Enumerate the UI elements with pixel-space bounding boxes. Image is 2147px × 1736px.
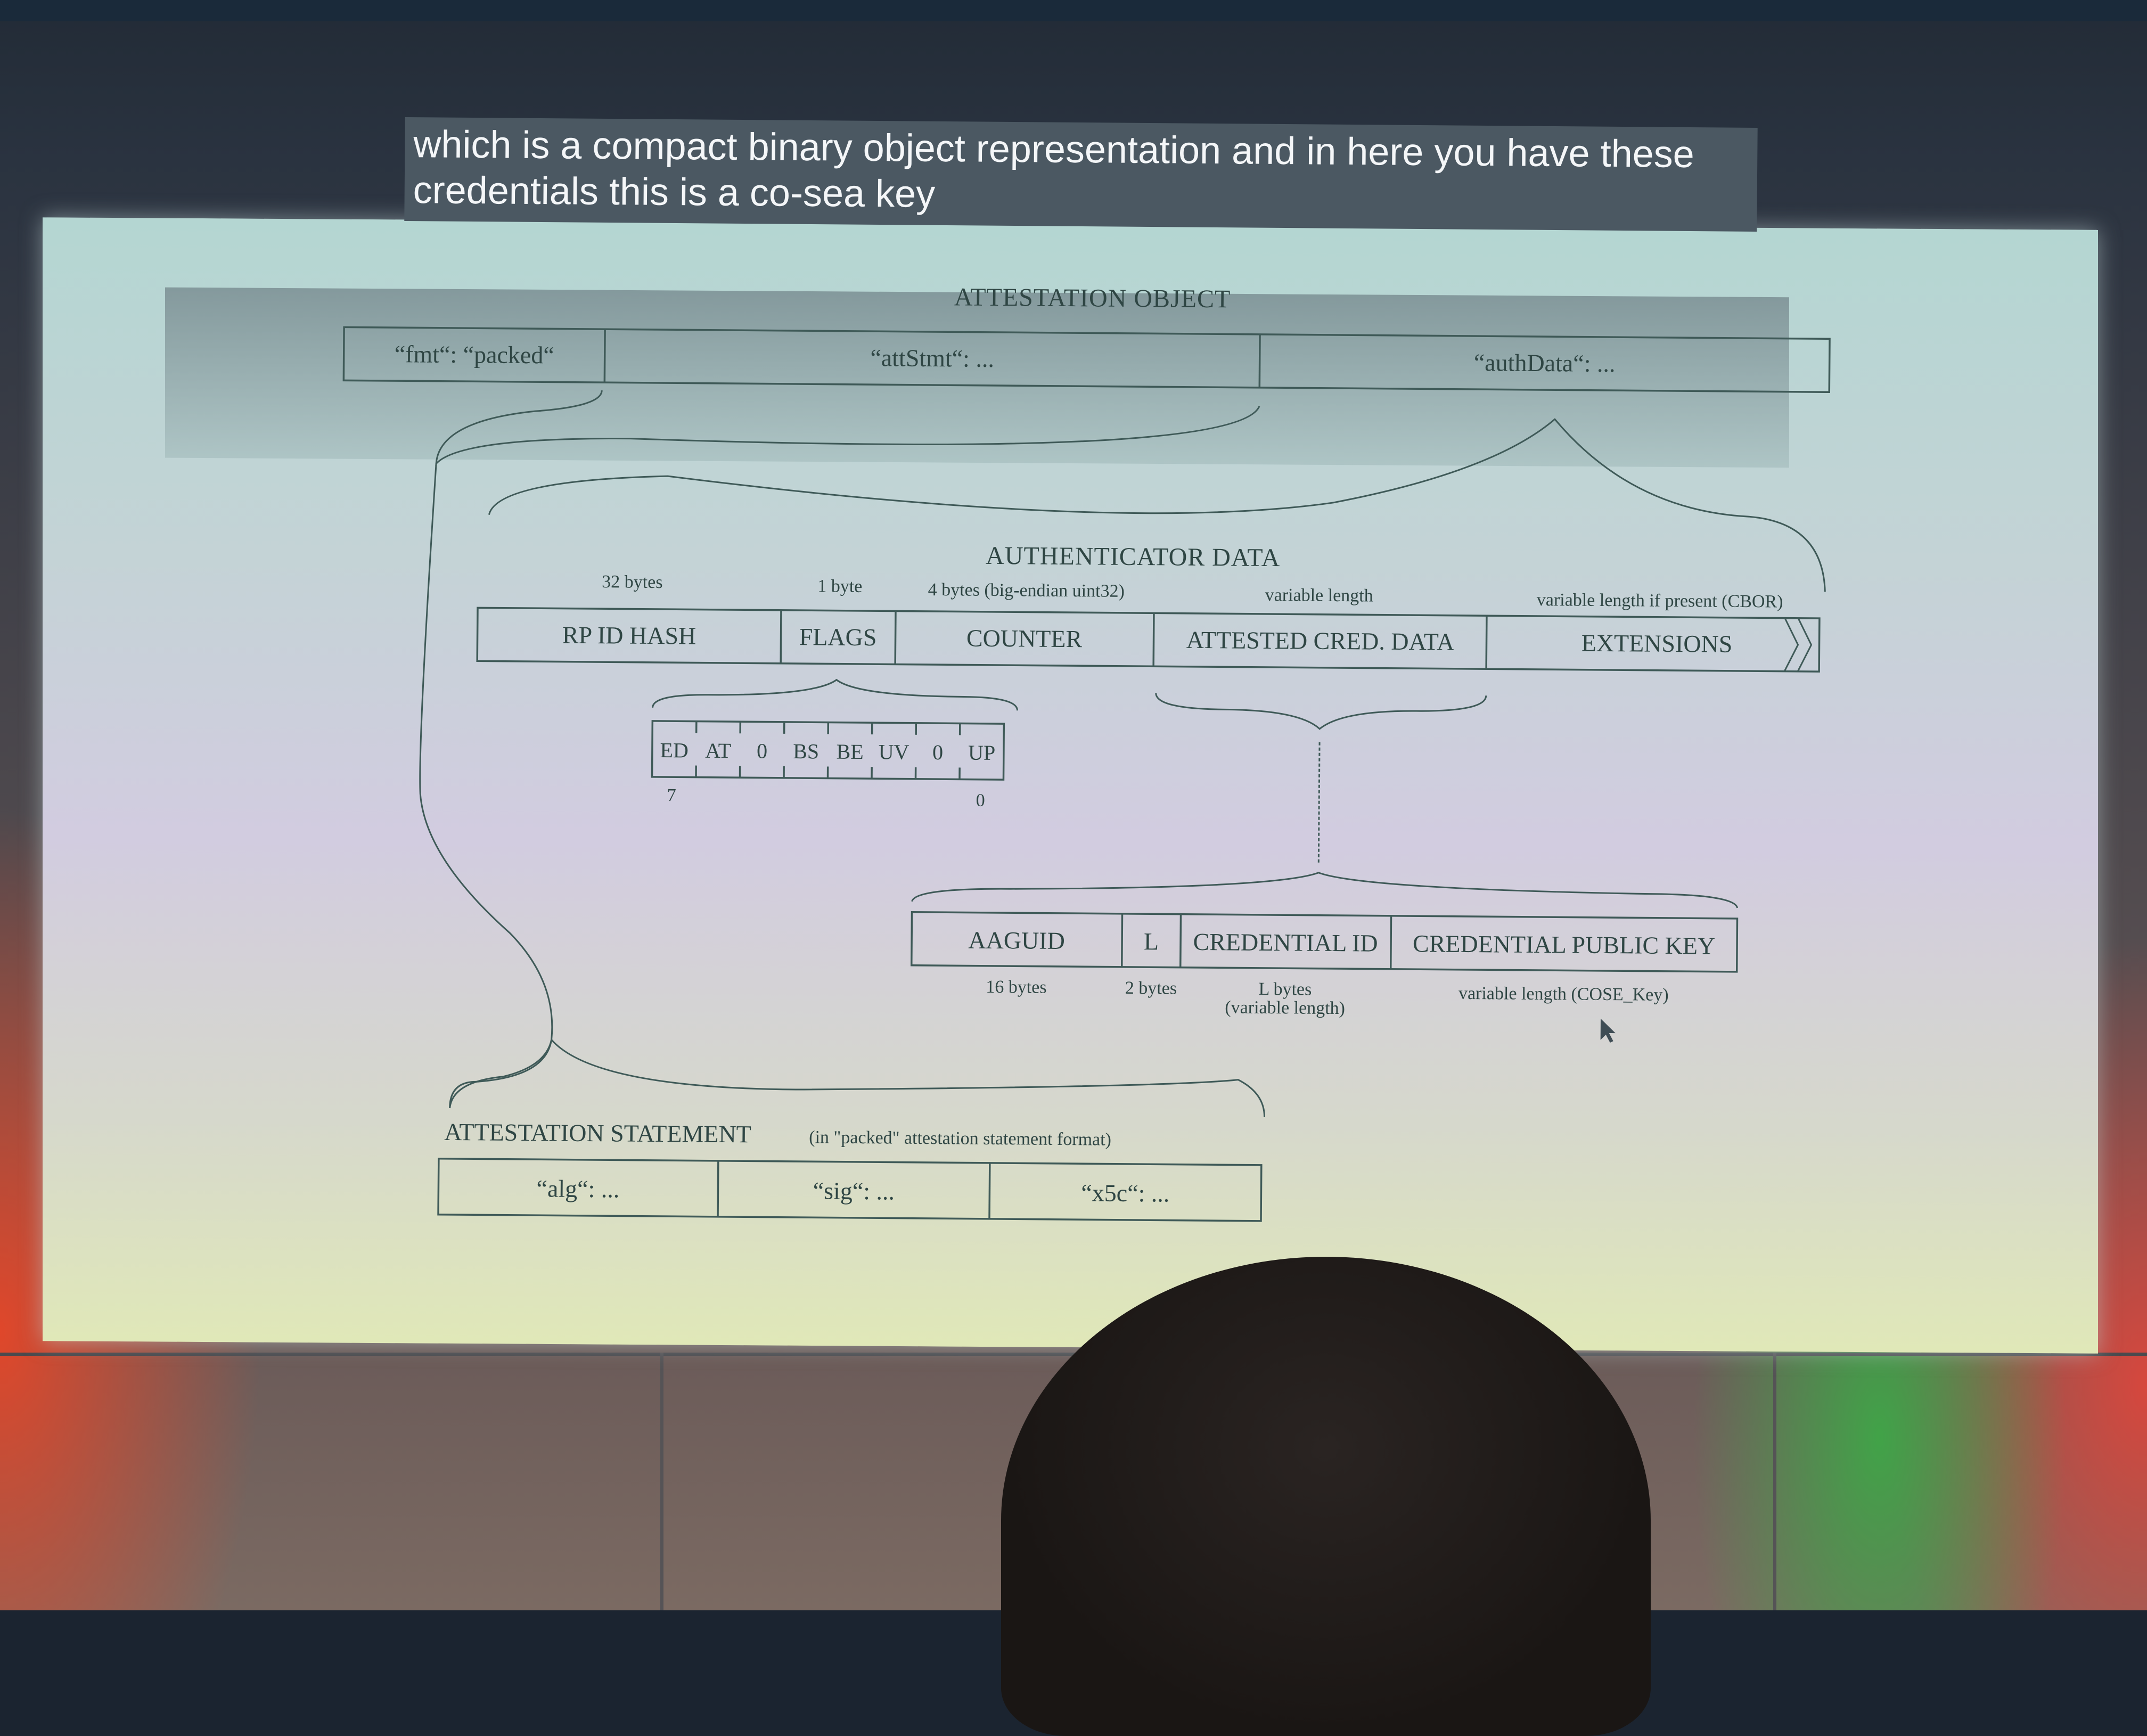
sig-field: “sig“: ...	[813, 1177, 895, 1205]
attstmt-brace	[436, 389, 1259, 470]
rpidhash-field: RP ID HASH	[562, 621, 696, 650]
rpidhash-size: 32 bytes	[602, 572, 663, 592]
x5c-field: “x5c“: ...	[1081, 1179, 1169, 1207]
fmt-field: “fmt“: “packed“	[394, 340, 554, 369]
flags-field: FLAGS	[799, 623, 877, 651]
authenticator-data-title: AUTHENTICATOR DATA	[986, 542, 1281, 572]
length-size: 2 bytes	[1125, 978, 1177, 998]
flags-size: 1 byte	[817, 576, 862, 596]
extensions-size: variable length if present (CBOR)	[1537, 590, 1783, 612]
aaguid-field: AAGUID	[968, 927, 1065, 954]
flag-bit-label: 0	[757, 739, 767, 763]
flags-msb-label: 7	[667, 785, 676, 805]
flags-bit-ticks	[696, 722, 960, 780]
flag-bit-label: UP	[968, 741, 995, 765]
attestation-statement-subtitle: (in "packed" attestation statement forma…	[809, 1127, 1111, 1149]
flag-bit-label: ED	[660, 738, 689, 762]
flag-bit-label: BE	[836, 740, 863, 764]
attested-cred-size: variable length	[1265, 585, 1373, 606]
attested-cred-connector	[1318, 742, 1320, 865]
credential-public-key-field: CREDENTIAL PUBLIC KEY	[1413, 930, 1716, 959]
flags-lsb-label: 0	[976, 791, 985, 810]
flags-brace	[653, 678, 1018, 710]
attestation-statement-brace	[450, 1039, 1265, 1117]
attestation-object-title: ATTESTATION OBJECT	[954, 283, 1231, 313]
credential-public-key-size: variable length (COSE_Key)	[1458, 984, 1669, 1005]
flag-bit-label: 0	[932, 740, 943, 764]
extensions-break-mark	[1784, 618, 1812, 672]
credential-id-size: L bytes	[1258, 979, 1312, 1000]
authdata-field: “authData“: ...	[1474, 349, 1616, 377]
aaguid-size: 16 bytes	[986, 977, 1047, 997]
attstmt-left-line	[417, 464, 556, 1109]
live-caption: which is a compact binary object represe…	[404, 117, 1757, 232]
counter-field: COUNTER	[966, 625, 1083, 653]
mouse-pointer-icon	[1601, 1019, 1616, 1043]
credential-id-size-note: (variable length)	[1225, 997, 1345, 1018]
length-field: L	[1144, 928, 1159, 955]
extensions-field: EXTENSIONS	[1581, 629, 1733, 658]
flag-bit-label: BS	[793, 739, 819, 763]
flag-bit-label: AT	[705, 739, 731, 763]
attested-cred-brace	[1156, 693, 1486, 730]
alg-field: “alg“: ...	[536, 1175, 619, 1202]
attstmt-field: “attStmt“: ...	[870, 344, 994, 372]
flag-bit-label: UV	[879, 740, 909, 764]
cred-data-brace	[912, 870, 1738, 908]
counter-size: 4 bytes (big-endian uint32)	[928, 580, 1125, 601]
attestation-statement-title: ATTESTATION STATEMENT	[444, 1118, 751, 1148]
credential-id-field: CREDENTIAL ID	[1193, 928, 1378, 957]
flags-bit-labels: ED AT 0 BS BE UV 0 UP	[660, 738, 995, 765]
attested-cred-field: ATTESTED CRED. DATA	[1186, 626, 1455, 656]
